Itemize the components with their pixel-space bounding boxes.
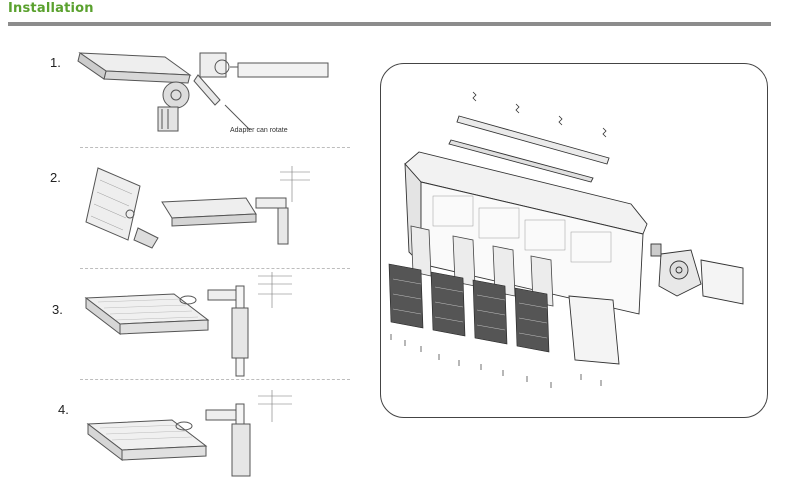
page-title: Installation <box>8 1 94 16</box>
step-2-number: 2. <box>50 170 61 185</box>
step-2-illustration <box>85 166 310 249</box>
step-divider-1 <box>80 147 350 148</box>
title-divider <box>8 22 771 26</box>
step-divider-2 <box>80 268 350 269</box>
step-divider-3 <box>80 379 350 380</box>
step-3-number: 3. <box>52 302 63 317</box>
exploded-view-diagram <box>388 91 744 388</box>
step-1-number: 1. <box>50 55 61 70</box>
step-4-illustration <box>86 390 292 477</box>
step-1-illustration: Adapter can rotate <box>77 52 329 134</box>
step-4-number: 4. <box>58 402 69 417</box>
adapter-note: Adapter can rotate <box>230 127 288 134</box>
step-3-illustration <box>84 272 292 377</box>
exploded-view-panel <box>380 63 768 418</box>
